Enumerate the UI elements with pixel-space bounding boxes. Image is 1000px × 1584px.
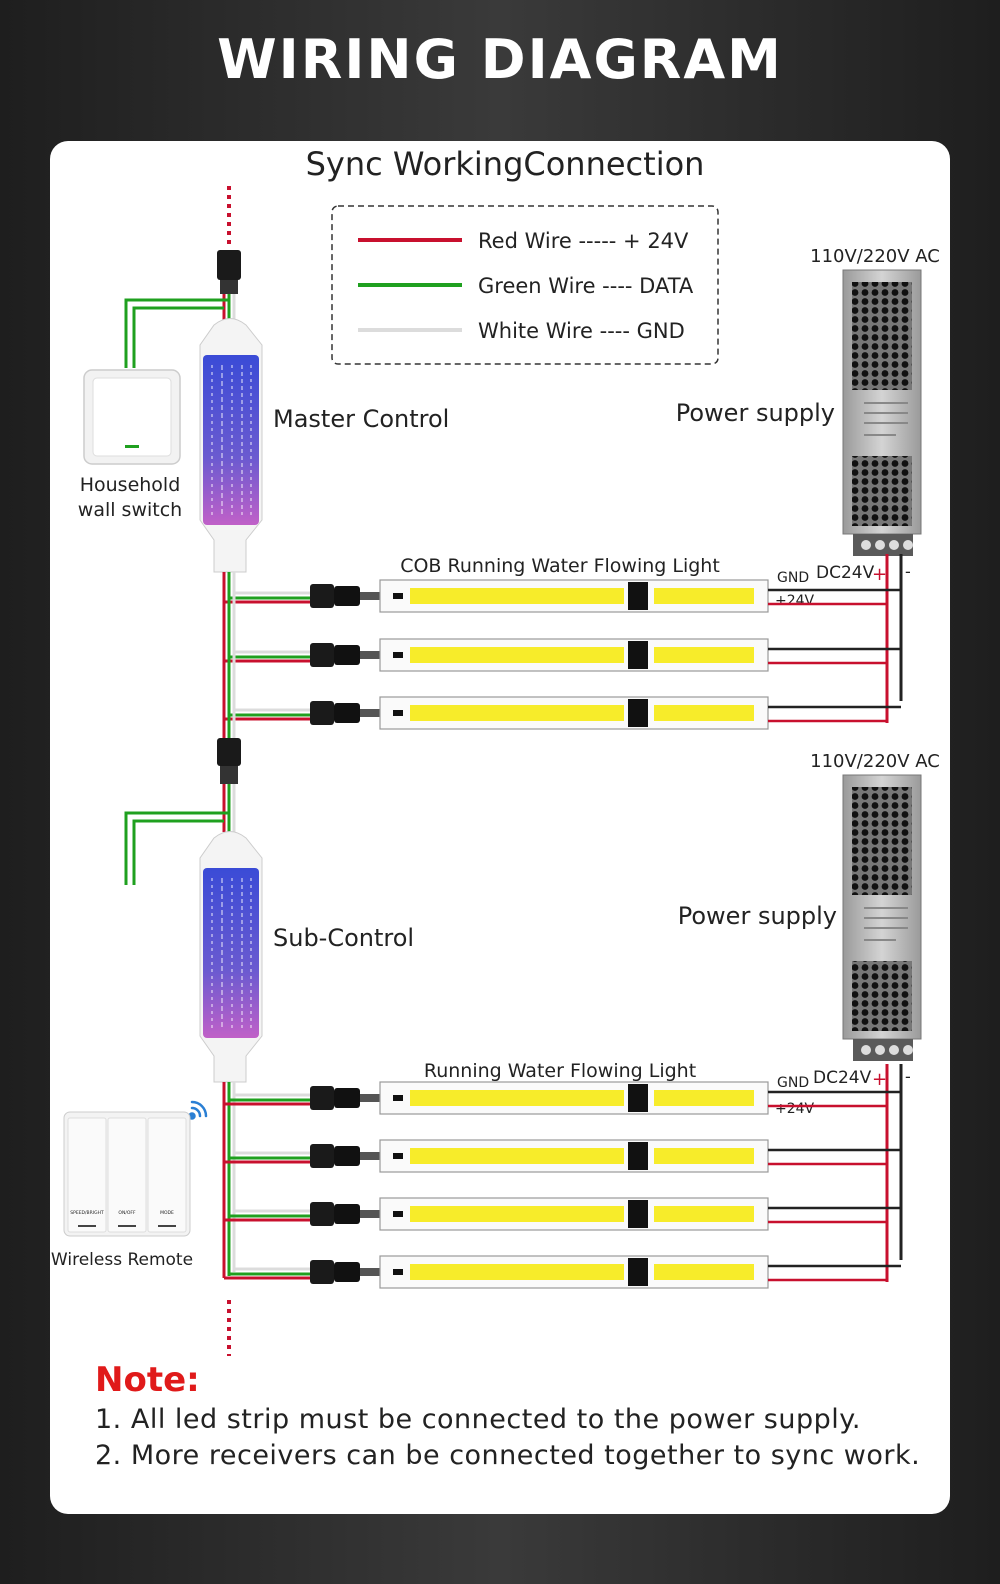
sub-switch-wires [124, 811, 229, 885]
master-minus-label: - [905, 562, 911, 581]
note-item-1: 1. All led strip must be connected to th… [95, 1404, 861, 1435]
wireless-remote[interactable]: SPEED/BRIGHT ON/OFF MODE [63, 1111, 191, 1237]
switch-wires [124, 298, 229, 368]
master-power-supply [842, 269, 922, 556]
master-control-label: Master Control [273, 405, 449, 433]
sub-led-strip-2 [224, 1139, 901, 1173]
sub-strips [222, 1064, 903, 1289]
switch-label-line2: wall switch [78, 499, 182, 521]
note-title: Note: [95, 1360, 200, 1400]
sub-gnd-label: GND [777, 1075, 809, 1091]
master-power-label: Power supply [676, 399, 835, 427]
sub-power-supply [842, 774, 922, 1061]
sub-dc-label: DC24V [813, 1068, 872, 1088]
page-title: WIRING DIAGRAM [217, 28, 783, 91]
sub-led-strip-3 [224, 1197, 901, 1231]
sub-control-label: Sub-Control [273, 924, 414, 952]
master-sub-link [217, 572, 241, 832]
remote-button-mode: MODE [160, 1210, 174, 1216]
sub-plus-label: + [872, 1069, 887, 1090]
master-controller [199, 318, 263, 573]
legend-red: Red Wire ----- + 24V [478, 229, 689, 253]
sub-ac-label: 110V/220V AC [810, 751, 940, 772]
sub-strip-label: Running Water Flowing Light [424, 1060, 696, 1082]
master-led-strip-1 [224, 579, 901, 613]
note-item-2: 2. More receivers can be connected toget… [95, 1440, 921, 1471]
diagram-title: Sync WorkingConnection [306, 145, 705, 183]
master-plus24-label: +24V [775, 593, 815, 609]
remote-button-speed: SPEED/BRIGHT [70, 1210, 104, 1216]
master-strips [222, 554, 903, 730]
remote-button-onoff: ON/OFF [118, 1210, 136, 1216]
sub-power-label: Power supply [678, 902, 837, 930]
switch-label-line1: Household [80, 474, 181, 496]
master-strip-label: COB Running Water Flowing Light [400, 555, 720, 577]
remote-label: Wireless Remote [51, 1250, 193, 1270]
sub-plus24-label: +24V [775, 1101, 815, 1117]
legend: Red Wire ----- + 24V Green Wire ---- DAT… [331, 205, 719, 365]
master-led-strip-2 [224, 638, 901, 672]
sub-led-strip-4 [224, 1255, 901, 1289]
master-gnd-label: GND [777, 570, 809, 586]
sub-controller [199, 831, 263, 1083]
master-led-strip-3 [224, 696, 901, 730]
wireless-signal-icon [188, 1100, 208, 1120]
master-dc-label: DC24V [816, 563, 875, 583]
legend-white: White Wire ---- GND [478, 319, 685, 343]
master-input-connector [217, 250, 241, 294]
sub-led-strip-1 [224, 1081, 901, 1115]
legend-green: Green Wire ---- DATA [478, 274, 694, 298]
wall-switch[interactable] [83, 369, 181, 465]
master-ac-label: 110V/220V AC [810, 246, 940, 267]
master-plus-label: + [872, 564, 887, 585]
sub-minus-label: - [905, 1067, 911, 1086]
